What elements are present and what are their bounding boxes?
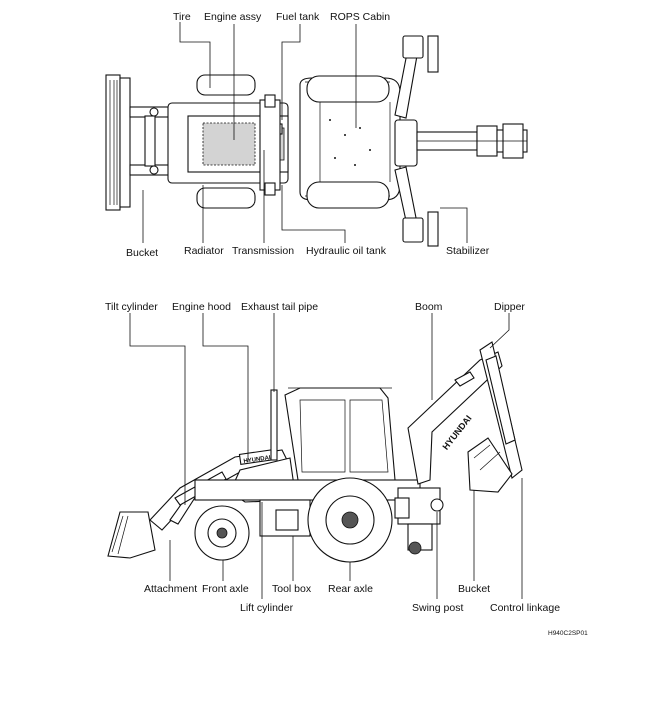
- label-tilt-cylinder: Tilt cylinder: [105, 301, 158, 313]
- label-stabilizer: Stabilizer: [446, 245, 490, 257]
- label-rear-axle: Rear axle: [328, 583, 373, 595]
- top-view-drawing: [105, 35, 528, 247]
- label-tool-box: Tool box: [272, 583, 312, 595]
- side-view-drawing: HYUNDAI HYUNDAI: [107, 341, 523, 563]
- label-fuel-tank: Fuel tank: [276, 11, 320, 23]
- label-attachment: Attachment: [144, 583, 197, 595]
- label-transmission: Transmission: [232, 245, 294, 257]
- side-view-leaders: [129, 313, 523, 599]
- label-rops-cabin: ROPS Cabin: [330, 11, 390, 23]
- label-tire: Tire: [173, 11, 191, 23]
- label-bucket-side: Bucket: [458, 583, 490, 595]
- label-boom: Boom: [415, 301, 443, 313]
- figure-reference: H940C2SP01: [548, 630, 588, 637]
- label-swing-post: Swing post: [412, 602, 463, 614]
- label-exhaust-tail-pipe: Exhaust tail pipe: [241, 301, 318, 313]
- brand-on-arm: HYUNDAI: [243, 455, 271, 465]
- label-lift-cylinder: Lift cylinder: [240, 602, 294, 614]
- label-dipper: Dipper: [494, 301, 525, 313]
- label-front-axle: Front axle: [202, 583, 249, 595]
- top-view-leaders: [142, 22, 468, 243]
- label-engine-assy: Engine assy: [204, 11, 262, 23]
- label-control-linkage: Control linkage: [490, 602, 560, 614]
- label-engine-hood: Engine hood: [172, 301, 231, 313]
- label-radiator: Radiator: [184, 245, 224, 257]
- label-bucket-top: Bucket: [126, 247, 158, 259]
- label-hydraulic-oil-tank: Hydraulic oil tank: [306, 245, 387, 257]
